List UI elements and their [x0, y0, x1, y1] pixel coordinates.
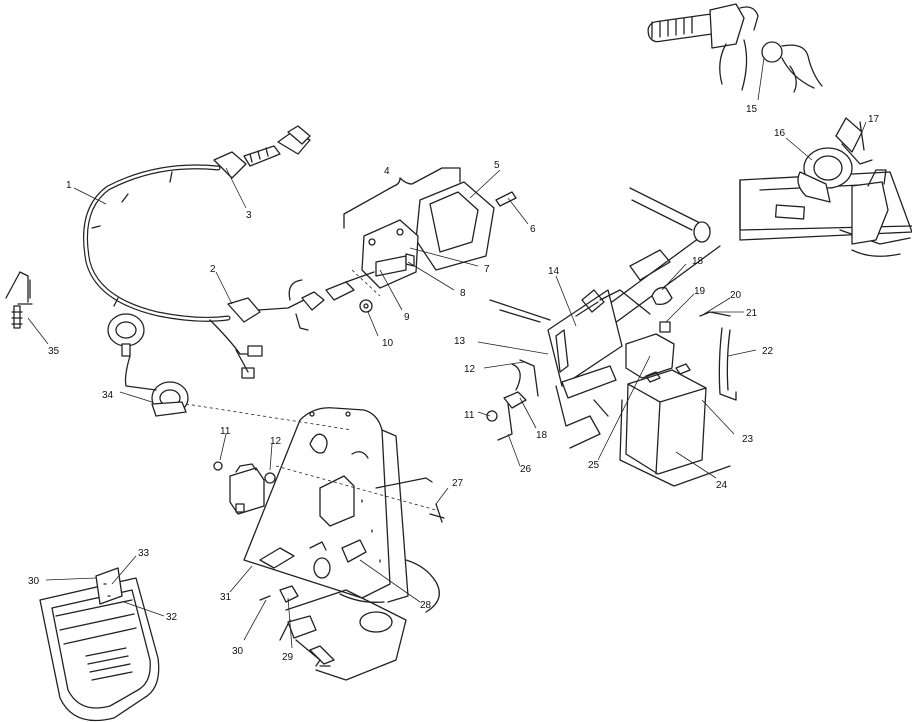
- callout-24: 24: [716, 480, 728, 491]
- callout-14: 14: [548, 266, 560, 277]
- callout-30b: 30: [28, 576, 40, 587]
- callout-12b: 12: [270, 436, 282, 447]
- horn-assembly: [739, 117, 912, 257]
- callout-29: 29: [282, 652, 294, 663]
- callout-33: 33: [138, 548, 150, 559]
- callout-21: 21: [746, 308, 758, 319]
- callout-34: 34: [102, 390, 114, 401]
- handlebar-assembly: [647, 3, 823, 93]
- battery-group: [486, 287, 737, 487]
- relay-bracket: [213, 461, 299, 603]
- callout-15: 15: [746, 104, 758, 115]
- callout-16: 16: [774, 128, 786, 139]
- callout-28: 28: [420, 600, 432, 611]
- callout-10: 10: [382, 338, 394, 349]
- rear-frame: [489, 187, 721, 449]
- leader-lines: [27, 57, 867, 649]
- callout-labels: 1 2 3 4 5 6 7 8 9 10 11 12 13 14 15 16 1…: [28, 104, 880, 663]
- callout-35: 35: [48, 346, 60, 357]
- callout-18b: 18: [536, 430, 548, 441]
- tail-light-group: [325, 167, 517, 313]
- callout-13: 13: [454, 336, 466, 347]
- cable-clamps: [107, 313, 189, 417]
- callout-31: 31: [220, 592, 232, 603]
- callout-4: 4: [384, 166, 390, 177]
- retainer-clip: [5, 271, 33, 329]
- mud-flap: [39, 567, 160, 722]
- rear-chassis: [279, 559, 440, 681]
- callout-9: 9: [404, 312, 410, 323]
- wiring-harness: [83, 125, 325, 379]
- callout-2: 2: [210, 264, 216, 275]
- callout-11: 11: [464, 410, 475, 421]
- callout-19: 19: [694, 286, 706, 297]
- callout-17: 17: [868, 114, 880, 125]
- callout-11b: 11: [220, 426, 231, 437]
- callout-20: 20: [730, 290, 742, 301]
- callout-7: 7: [484, 264, 490, 275]
- mounting-plate: [243, 407, 445, 603]
- callout-25: 25: [588, 460, 600, 471]
- callout-26: 26: [520, 464, 532, 475]
- callout-12: 12: [464, 364, 476, 375]
- callout-27: 27: [452, 478, 464, 489]
- callout-22: 22: [762, 346, 774, 357]
- callout-32: 32: [166, 612, 178, 623]
- reference-lines: [185, 269, 437, 511]
- callout-8: 8: [460, 288, 466, 299]
- callout-1: 1: [66, 180, 72, 191]
- callout-3: 3: [246, 210, 252, 221]
- callout-23: 23: [742, 434, 754, 445]
- callout-30: 30: [232, 646, 244, 657]
- callout-6: 6: [530, 224, 536, 235]
- callout-5: 5: [494, 160, 500, 171]
- callout-18: 18: [692, 256, 704, 267]
